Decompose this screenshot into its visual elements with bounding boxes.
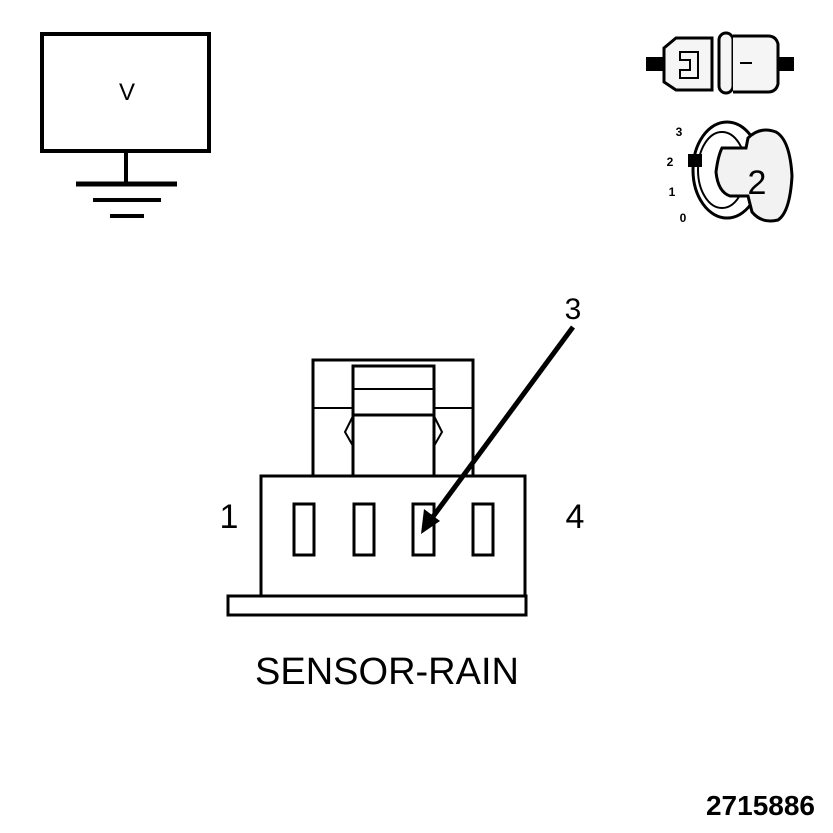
- connector-base: [226, 594, 528, 617]
- ignition-switch: 3 2 1 0 2: [667, 120, 794, 225]
- pin-pointer-arrow: [421, 325, 576, 534]
- figure-id: 2715886: [706, 790, 815, 821]
- latch-tab: [351, 364, 436, 417]
- voltmeter-label: V: [119, 79, 135, 106]
- ground-icon: [76, 181, 177, 218]
- ignition-position-1: 1: [669, 185, 676, 199]
- ignition-selected-position: 2: [748, 164, 767, 202]
- connector-drawing: 1 4 3: [220, 293, 585, 617]
- pin-label-3: 3: [565, 293, 582, 326]
- ignition-position-0: 0: [680, 211, 687, 225]
- pin-cavity-2: [352, 502, 376, 557]
- connector-icon: [646, 31, 794, 95]
- ignition-position-3: 3: [676, 125, 683, 139]
- connector-name: SENSOR-RAIN: [255, 651, 519, 693]
- ignition-position-2: 2: [667, 155, 674, 169]
- voltmeter-symbol: V: [40, 32, 211, 218]
- pin-cavity-4: [471, 502, 495, 557]
- pin-label-1: 1: [220, 498, 239, 536]
- pin-label-4: 4: [566, 498, 585, 536]
- voltmeter-box: [40, 32, 211, 153]
- ignition-key-icon: 2: [688, 120, 794, 223]
- pin-cavity-1: [292, 502, 316, 557]
